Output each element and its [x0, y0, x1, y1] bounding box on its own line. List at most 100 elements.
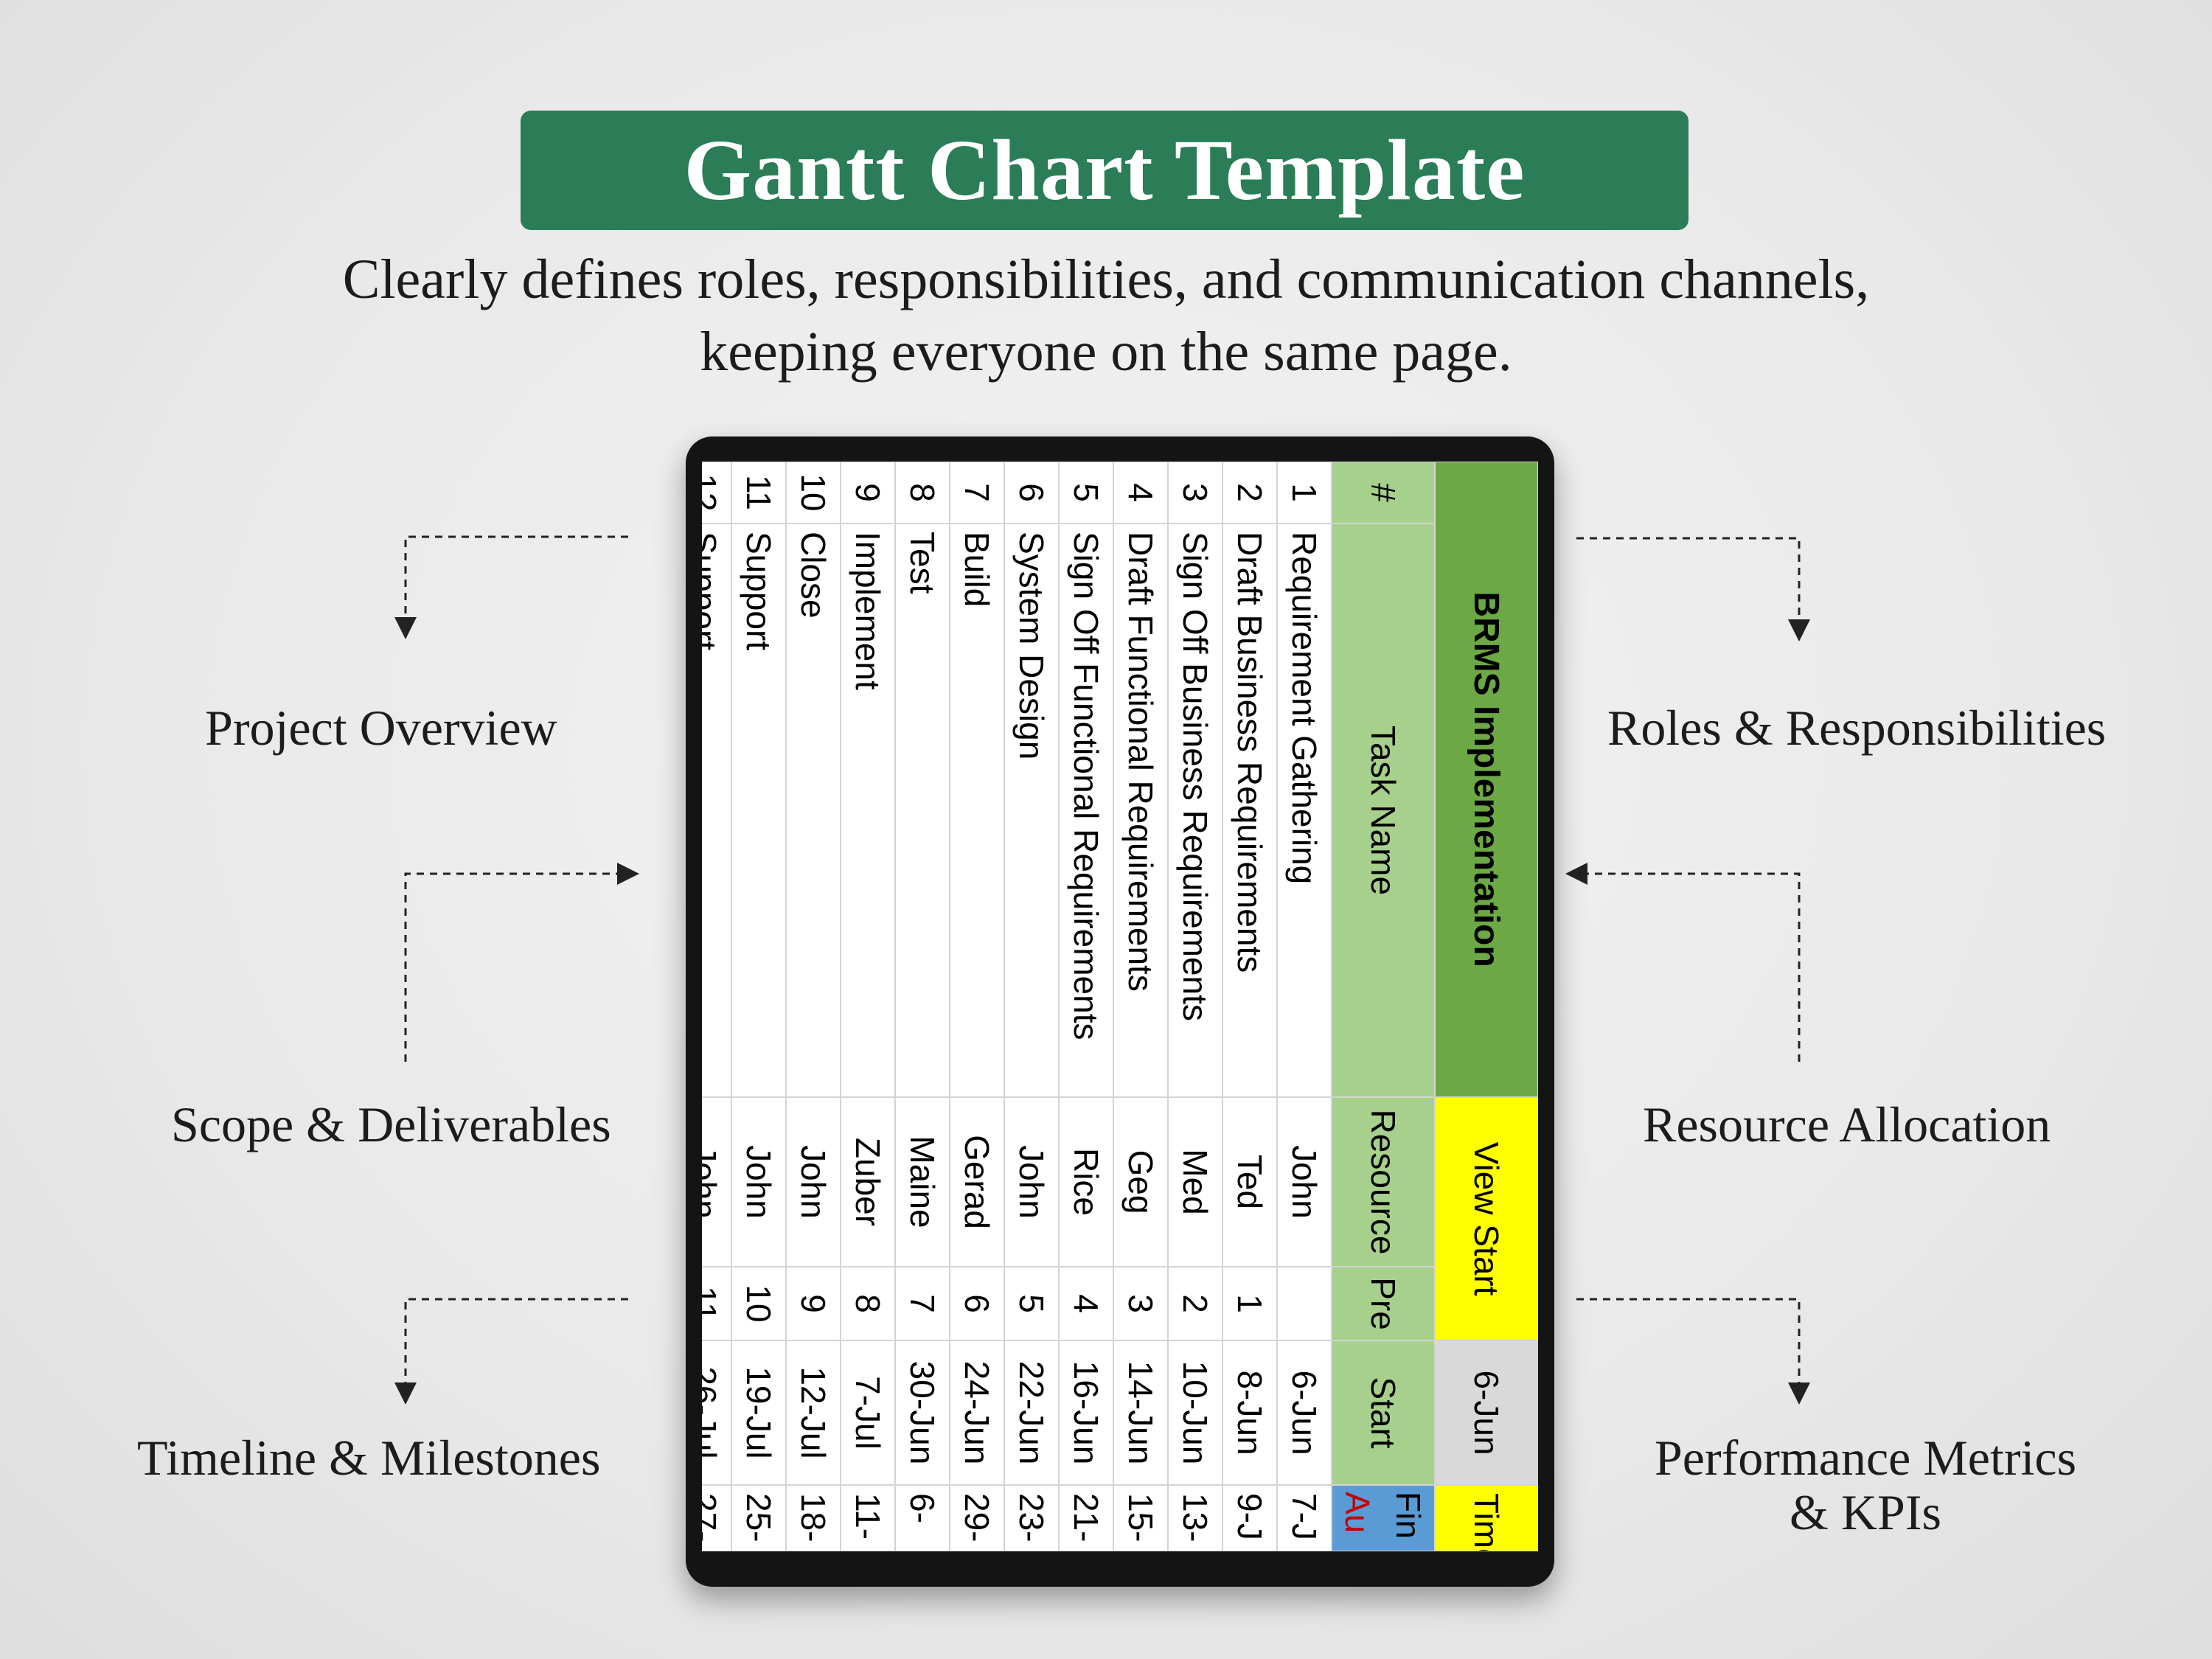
subtitle-line-2: keeping everyone on the same page. [700, 321, 1512, 383]
task-number[interactable]: 12 [702, 462, 731, 524]
task-predecessor[interactable]: 1 [1222, 1267, 1277, 1340]
task-finish[interactable]: 25- [731, 1485, 786, 1551]
task-name[interactable]: Requirement Gathering [1277, 524, 1332, 1097]
task-finish[interactable]: 21- [1059, 1485, 1113, 1551]
task-resource[interactable]: Geg [1113, 1097, 1168, 1267]
task-start[interactable]: 30-Jun [895, 1340, 950, 1485]
task-predecessor[interactable]: 7 [895, 1267, 950, 1340]
view-start-date[interactable]: 6-Jun [1435, 1340, 1538, 1485]
task-number[interactable]: 4 [1113, 462, 1168, 524]
task-name[interactable]: Support [731, 524, 786, 1097]
arrow-timeline [394, 1298, 628, 1405]
task-name[interactable]: Implement [841, 524, 895, 1097]
task-predecessor[interactable]: 9 [786, 1267, 841, 1340]
arrow-scope [404, 863, 639, 1062]
task-name[interactable]: Support [702, 524, 731, 1097]
task-number[interactable]: 1 [1277, 462, 1332, 524]
sheet-header-row: # Task Name Resource Pre Start Fin Au [1332, 462, 1435, 1551]
subtitle: Clearly defines roles, responsibilities,… [221, 243, 1991, 388]
label-scope-deliverables: Scope & Deliverables [171, 1096, 611, 1152]
task-number[interactable]: 11 [731, 462, 786, 524]
task-resource[interactable]: Gerad [950, 1097, 1004, 1267]
task-resource[interactable]: Zuber [841, 1097, 895, 1267]
task-resource[interactable]: Maine [895, 1097, 950, 1267]
task-finish[interactable]: 9-J [1222, 1485, 1277, 1551]
task-start[interactable]: 6-Jun [1277, 1340, 1332, 1485]
task-number[interactable]: 7 [950, 462, 1004, 524]
task-resource[interactable]: Med [1168, 1097, 1222, 1267]
task-name[interactable]: Close [786, 524, 841, 1097]
task-number[interactable]: 2 [1222, 462, 1277, 524]
task-start[interactable]: 19-Jul [731, 1340, 786, 1485]
task-name[interactable]: Sign Off Functional Requirements [1059, 524, 1113, 1097]
task-name[interactable]: System Design [1004, 524, 1059, 1097]
task-resource[interactable]: John [1277, 1097, 1332, 1267]
task-finish[interactable]: 6- [895, 1485, 950, 1551]
task-resource[interactable]: Rice [1059, 1097, 1113, 1267]
task-predecessor[interactable]: 11 [702, 1267, 731, 1340]
task-finish[interactable]: 13- [1168, 1485, 1222, 1551]
task-resource[interactable]: John [731, 1097, 786, 1267]
task-start[interactable]: 12-Jul [786, 1340, 841, 1485]
task-name[interactable]: Build [950, 524, 1004, 1097]
task-start[interactable]: 8-Jun [1222, 1340, 1277, 1485]
task-finish[interactable]: 18- [786, 1485, 841, 1551]
task-name[interactable]: Sign Off Business Requirements [1168, 524, 1222, 1097]
task-predecessor[interactable]: 2 [1168, 1267, 1222, 1340]
task-predecessor[interactable]: 8 [841, 1267, 895, 1340]
task-start[interactable]: 7-Jul [841, 1340, 895, 1485]
task-resource[interactable]: John [786, 1097, 841, 1267]
task-predecessor[interactable] [1277, 1267, 1332, 1340]
task-finish[interactable]: 15- [1113, 1485, 1168, 1551]
task-resource[interactable]: Ted [1222, 1097, 1277, 1267]
task-predecessor[interactable]: 6 [950, 1267, 1004, 1340]
task-name[interactable]: Test [895, 524, 950, 1097]
header-num: # [1332, 462, 1435, 524]
task-start[interactable]: 26-Jul [702, 1340, 731, 1485]
task-start[interactable]: 22-Jun [1004, 1340, 1059, 1485]
task-number[interactable]: 9 [841, 462, 895, 524]
task-number[interactable]: 3 [1168, 462, 1222, 524]
task-finish[interactable]: 29- [950, 1485, 1004, 1551]
header-month-label: Au [1338, 1492, 1377, 1534]
task-number[interactable]: 10 [786, 462, 841, 524]
task-name[interactable]: Draft Business Requirements [1222, 524, 1277, 1097]
task-finish[interactable]: 7-J [1277, 1485, 1332, 1551]
task-number[interactable]: 6 [1004, 462, 1059, 524]
task-predecessor[interactable]: 3 [1113, 1267, 1168, 1340]
task-finish[interactable]: 23- [1004, 1485, 1059, 1551]
task-start[interactable]: 14-Jun [1113, 1340, 1168, 1485]
task-resource[interactable]: John [1004, 1097, 1059, 1267]
task-start[interactable]: 24-Jun [950, 1340, 1004, 1485]
header-start: Start [1332, 1340, 1435, 1485]
task-number[interactable]: 5 [1059, 462, 1113, 524]
task-predecessor[interactable]: 4 [1059, 1267, 1113, 1340]
task-finish[interactable]: 11- [841, 1485, 895, 1551]
label-timeline-milestones: Timeline & Milestones [137, 1430, 601, 1486]
task-predecessor[interactable]: 10 [731, 1267, 786, 1340]
task-start[interactable]: 10-Jun [1168, 1340, 1222, 1485]
label-project-overview: Project Overview [205, 700, 557, 756]
task-resource[interactable]: John [702, 1097, 731, 1267]
task-finish[interactable]: 27- [702, 1485, 731, 1551]
task-name[interactable]: Draft Functional Requirements [1113, 524, 1168, 1097]
task-predecessor[interactable]: 5 [1004, 1267, 1059, 1340]
tablet-device: BRMS Implementation View Start 6-Jun Tim… [686, 437, 1554, 1587]
task-start[interactable]: 16-Jun [1059, 1340, 1113, 1485]
page-title: Gantt Chart Template [684, 122, 1526, 218]
task-number[interactable]: 8 [895, 462, 950, 524]
